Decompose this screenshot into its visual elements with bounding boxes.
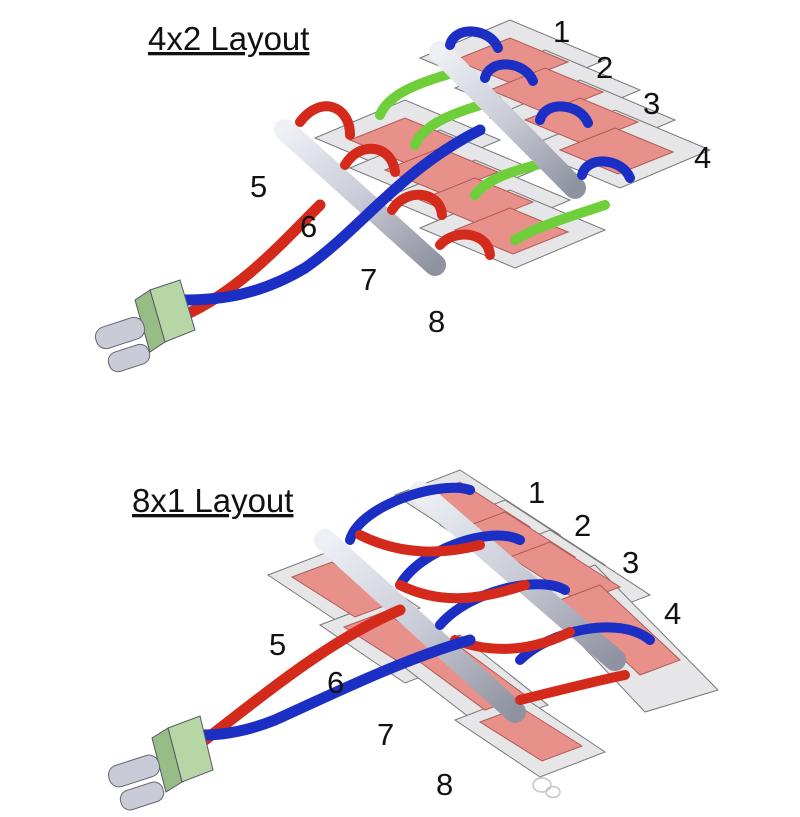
- quick-connector: [94, 316, 151, 373]
- hot-hose: [355, 530, 485, 557]
- manifold-pipe: [314, 529, 526, 723]
- position-labels: 1 2 3 4 5 6 7 8: [250, 14, 711, 339]
- trunk-hoses: [179, 124, 486, 321]
- position-label: 1: [553, 14, 570, 49]
- hot-hose: [515, 670, 630, 705]
- cold-hose: [577, 156, 635, 183]
- jumper-hose: [510, 200, 610, 245]
- position-label: 6: [327, 665, 344, 700]
- position-label: 7: [377, 717, 394, 752]
- quick-connector: [107, 754, 165, 811]
- position-labels: 1 2 3 4 5 6 7 8: [269, 475, 681, 802]
- position-label: 8: [436, 767, 453, 802]
- position-label: 4: [694, 140, 711, 175]
- hot-trunk-hose: [179, 199, 326, 321]
- hot-hose: [395, 580, 530, 604]
- position-label: 3: [622, 545, 639, 580]
- position-label: 8: [428, 304, 445, 339]
- panel-title: 4x2 Layout: [148, 20, 309, 57]
- supply-hoses: [295, 26, 635, 260]
- cold-trunk-hose: [199, 634, 476, 741]
- position-label: 6: [300, 209, 317, 244]
- hot-hose: [387, 189, 447, 220]
- cold-hose: [535, 101, 593, 128]
- cold-hose: [445, 26, 503, 53]
- cold-plate: [453, 207, 570, 255]
- hot-hose: [435, 229, 495, 260]
- hot-hose: [295, 101, 355, 140]
- panel-4x2: 4x2 Layout: [94, 14, 712, 373]
- position-label: 5: [269, 627, 286, 662]
- wechat-watermark-icon: [532, 777, 561, 799]
- panel-title: 8x1 Layout: [132, 482, 293, 519]
- position-label: 2: [574, 508, 591, 543]
- manifold: [274, 41, 586, 276]
- cold-hose: [480, 59, 538, 86]
- cold-hose: [345, 482, 475, 545]
- hot-hose: [340, 143, 400, 177]
- supply-hoses: [345, 482, 655, 705]
- position-label: 4: [664, 596, 681, 631]
- position-label: 5: [250, 169, 267, 204]
- position-label: 7: [360, 262, 377, 297]
- manifold-pipe: [274, 119, 446, 276]
- panel-8x1: 8x1 Layout: [107, 469, 719, 811]
- cold-hose: [395, 530, 525, 590]
- manifold-pipe: [429, 41, 586, 199]
- connector-block: [107, 715, 214, 811]
- trunk-hoses: [199, 604, 476, 746]
- hot-trunk-hose: [199, 604, 406, 746]
- connector-block: [94, 279, 196, 373]
- position-label: 2: [596, 50, 613, 85]
- cold-trunk-hose: [179, 124, 486, 306]
- position-label: 1: [528, 475, 545, 510]
- position-label: 3: [643, 86, 660, 121]
